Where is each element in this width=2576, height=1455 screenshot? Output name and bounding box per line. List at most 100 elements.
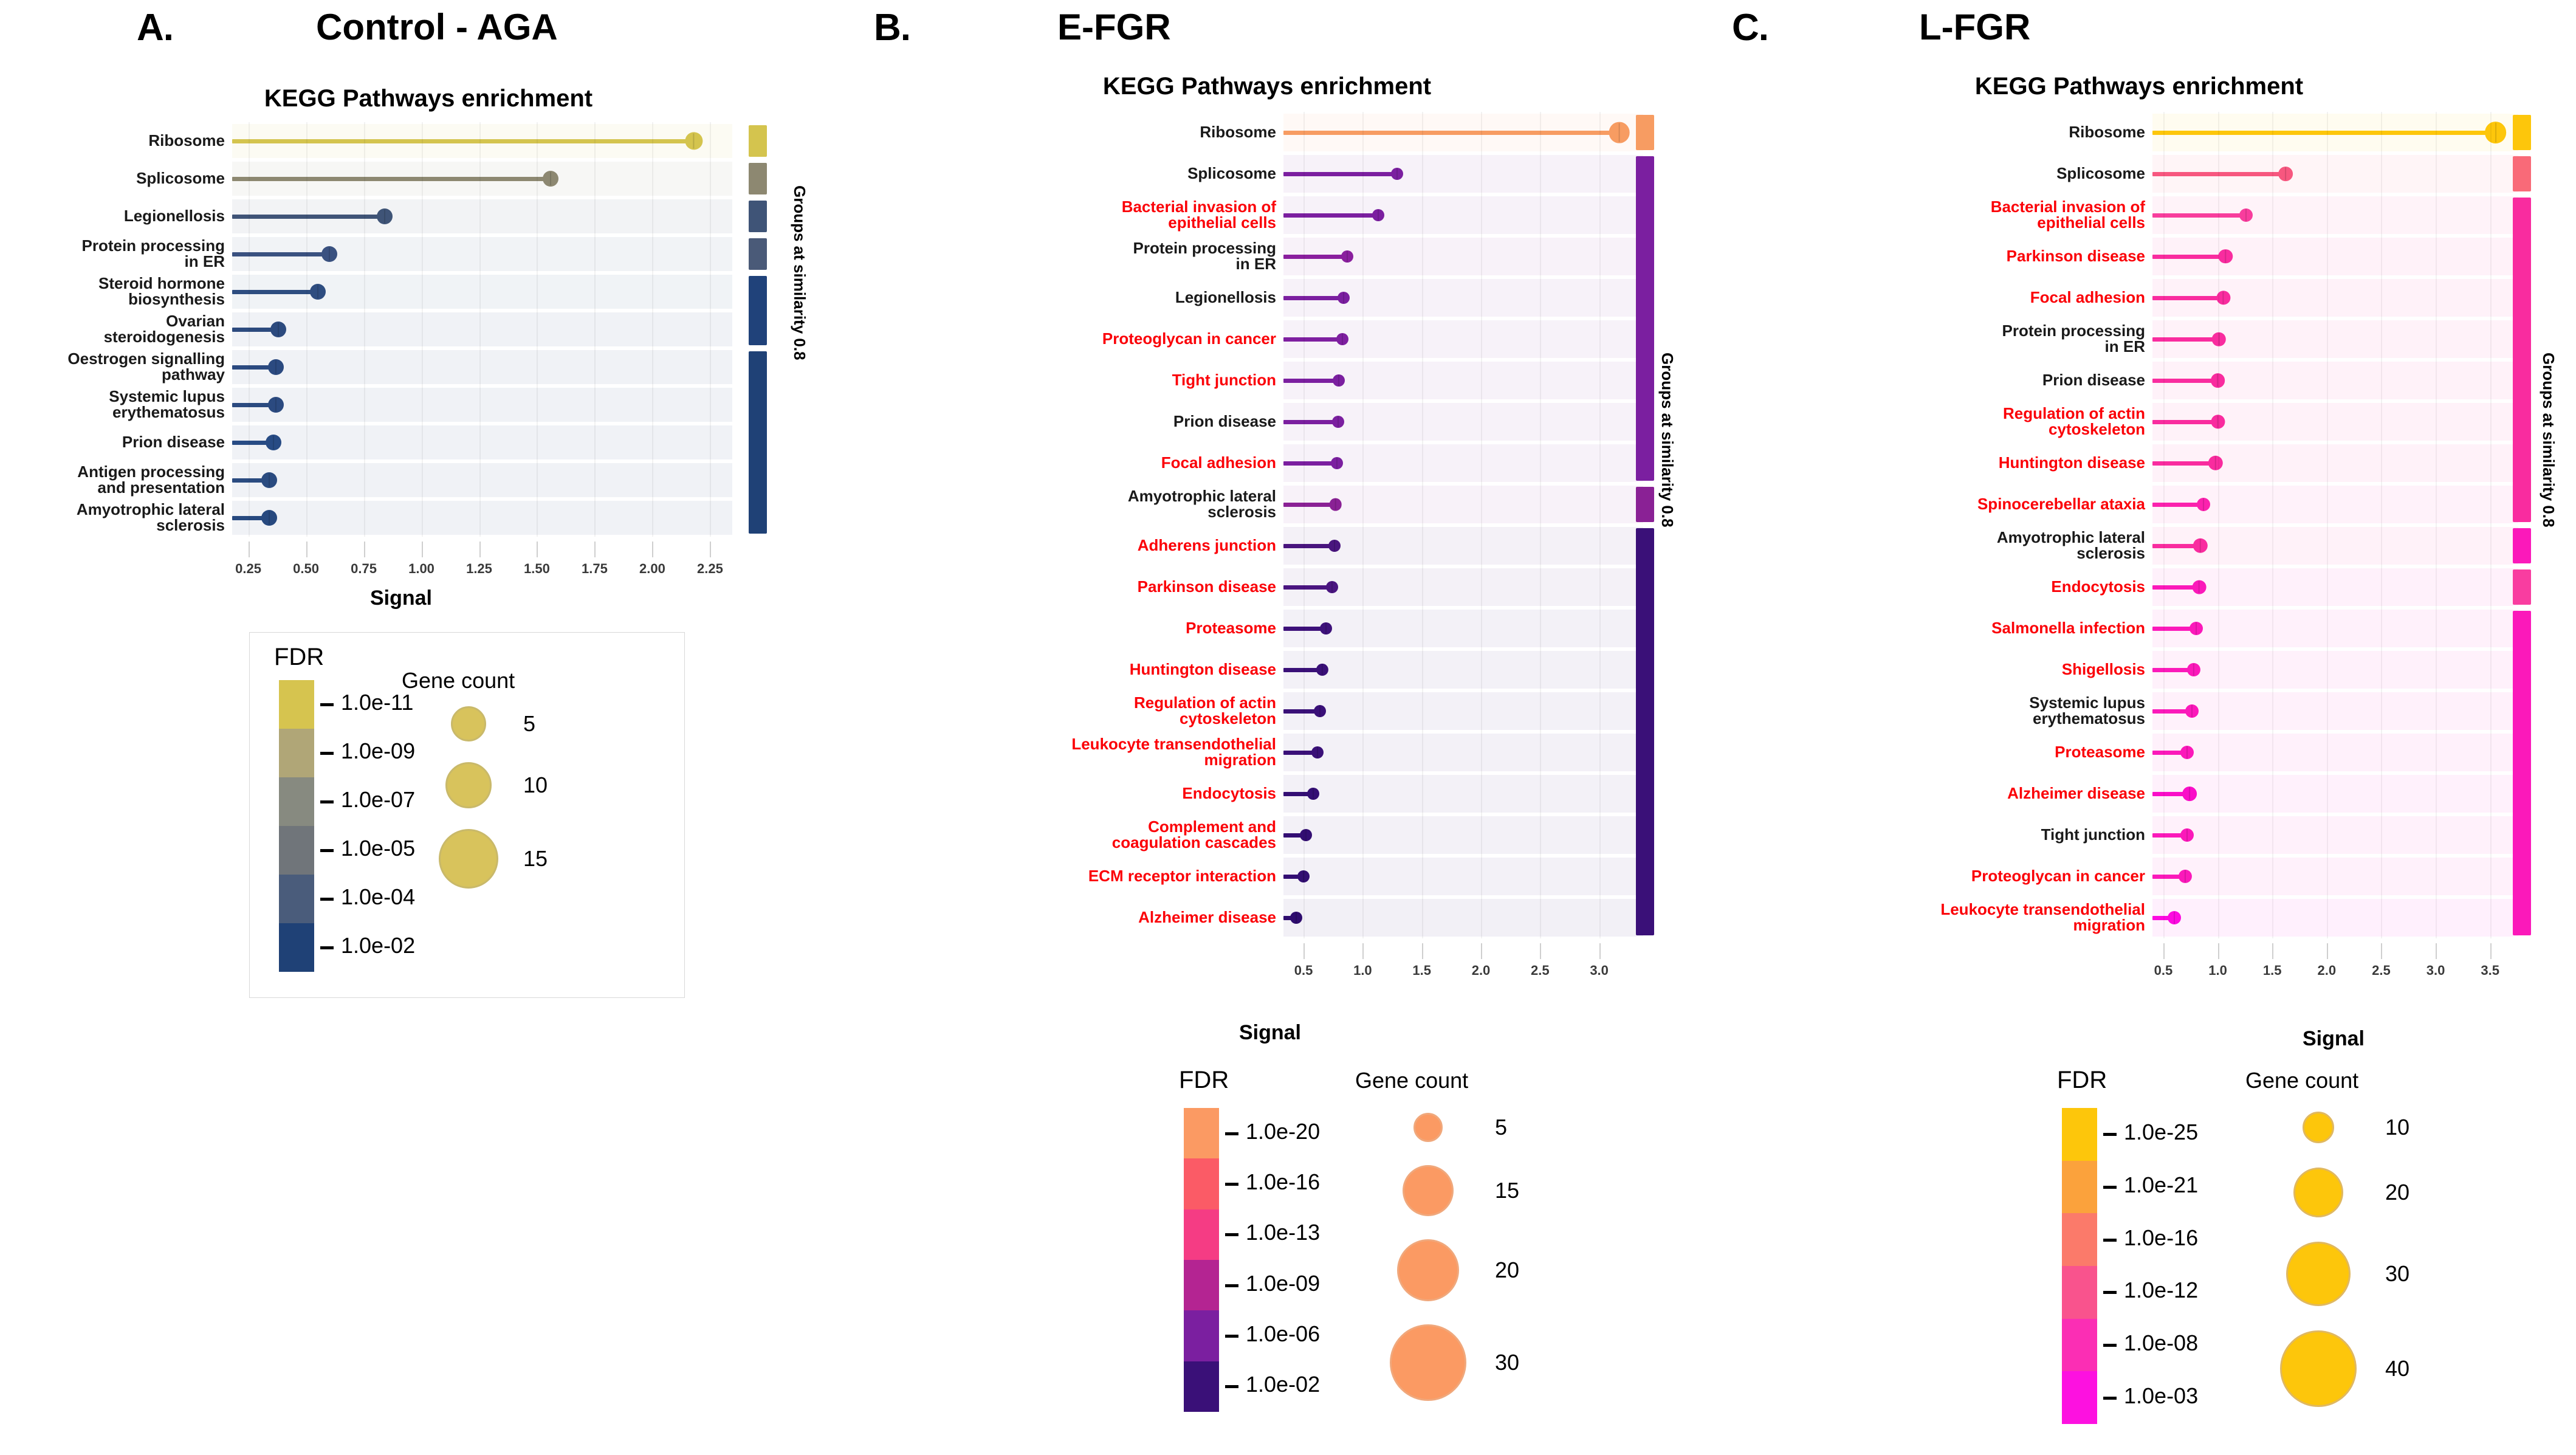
data-point[interactable] <box>2178 869 2192 884</box>
x-axis-tick <box>306 542 307 557</box>
data-point[interactable] <box>1299 829 1312 841</box>
data-point[interactable] <box>321 246 337 262</box>
data-point[interactable] <box>1328 540 1341 552</box>
data-point[interactable] <box>2192 580 2207 594</box>
dot-seam <box>328 247 330 261</box>
data-point[interactable] <box>2193 538 2208 554</box>
dot-seam <box>2217 374 2219 387</box>
panel-control-aga: A. Control - AGA KEGG Pathways enrichmen… <box>0 0 851 1455</box>
data-point[interactable] <box>1609 122 1630 143</box>
data-point[interactable] <box>1290 912 1303 924</box>
pathway-label: Prion disease <box>122 433 225 452</box>
x-gridline <box>1599 112 1601 938</box>
data-point[interactable] <box>2210 373 2225 388</box>
data-point[interactable] <box>1314 705 1327 717</box>
data-point[interactable] <box>270 322 286 337</box>
dot-seam <box>1319 706 1321 717</box>
data-point[interactable] <box>2197 498 2211 511</box>
x-gridline <box>2272 112 2274 938</box>
data-point[interactable] <box>1329 498 1342 511</box>
fdr-legend-label: 1.0e-06 <box>1246 1321 1321 1346</box>
lollipop-stem <box>2152 461 2216 466</box>
data-point[interactable] <box>2218 249 2233 264</box>
x-gridline <box>594 122 596 537</box>
data-point[interactable] <box>1333 374 1345 387</box>
data-point[interactable] <box>2182 786 2197 801</box>
panel-b-letter: B. <box>874 7 911 49</box>
data-point[interactable] <box>1325 581 1338 593</box>
data-point[interactable] <box>1307 788 1319 800</box>
fdr-legend-label: 1.0e-16 <box>2124 1225 2199 1250</box>
gene-count-legend-circle <box>1403 1165 1454 1216</box>
gene-count-legend-circle <box>2280 1330 2357 1407</box>
colorbar-segment <box>2062 1213 2097 1266</box>
lollipop-stem <box>2152 544 2200 548</box>
lollipop-stem <box>2152 255 2226 259</box>
data-point[interactable] <box>266 435 282 450</box>
lollipop-stem <box>232 441 274 445</box>
dot-seam <box>268 511 270 525</box>
data-point[interactable] <box>2185 704 2199 718</box>
lollipop-stem <box>2152 668 2194 672</box>
gene-count-legend-label: 5 <box>523 711 536 736</box>
data-point[interactable] <box>2167 911 2181 924</box>
data-point[interactable] <box>1372 209 1384 221</box>
row-band <box>1283 568 1643 606</box>
data-point[interactable] <box>2278 167 2293 181</box>
data-point[interactable] <box>543 171 559 187</box>
data-point[interactable] <box>2212 332 2226 346</box>
data-point[interactable] <box>2180 828 2194 842</box>
data-point[interactable] <box>1320 622 1333 635</box>
dot-seam <box>2222 291 2224 304</box>
data-point[interactable] <box>1338 292 1350 304</box>
x-axis-tick <box>1540 943 1542 959</box>
dot-seam <box>2495 123 2496 142</box>
data-point[interactable] <box>376 208 393 224</box>
data-point[interactable] <box>1341 250 1354 263</box>
panel-e-fgr: B. E-FGR KEGG Pathways enrichment Riboso… <box>851 0 1695 1455</box>
data-point[interactable] <box>685 132 703 150</box>
lollipop-stem <box>232 403 276 407</box>
data-point[interactable] <box>2239 208 2253 222</box>
data-point[interactable] <box>1316 663 1329 676</box>
pathway-label: Tight junction <box>1172 371 1276 390</box>
row-band <box>1283 775 1643 813</box>
dot-seam <box>275 397 277 412</box>
data-point[interactable] <box>2189 622 2203 635</box>
data-point[interactable] <box>309 284 326 300</box>
dot-seam <box>1342 334 1344 345</box>
data-point[interactable] <box>1297 870 1310 882</box>
fdr-legend-label: 1.0e-09 <box>341 738 416 763</box>
colorbar-tick <box>320 849 334 852</box>
lollipop-stem <box>2152 172 2286 176</box>
pathway-label: Splicosome <box>1187 164 1276 183</box>
data-point[interactable] <box>268 397 284 413</box>
pathway-label: Legionellosis <box>123 207 225 225</box>
row-band <box>2152 692 2518 730</box>
data-point[interactable] <box>1330 457 1343 469</box>
data-point[interactable] <box>2484 122 2507 143</box>
data-point[interactable] <box>2180 746 2194 759</box>
data-point[interactable] <box>261 472 277 488</box>
data-point[interactable] <box>2208 455 2224 471</box>
pathway-label: Alzheimer disease <box>1138 908 1276 927</box>
data-point[interactable] <box>1331 416 1344 428</box>
x-gridline <box>1362 112 1364 938</box>
x-axis-tick <box>421 542 423 557</box>
group-segment <box>1636 528 1654 935</box>
panel-a-chart-title: KEGG Pathways enrichment <box>264 85 593 112</box>
data-point[interactable] <box>268 359 284 375</box>
data-point[interactable] <box>1390 168 1403 180</box>
data-point[interactable] <box>2187 662 2201 677</box>
lollipop-stem <box>232 252 329 256</box>
x-axis-tick <box>537 542 538 557</box>
data-point[interactable] <box>2210 414 2225 429</box>
colorbar-segment <box>2062 1108 2097 1161</box>
data-point[interactable] <box>1336 333 1349 345</box>
data-point[interactable] <box>261 510 277 526</box>
data-point[interactable] <box>1311 746 1324 758</box>
data-point[interactable] <box>2216 291 2231 305</box>
